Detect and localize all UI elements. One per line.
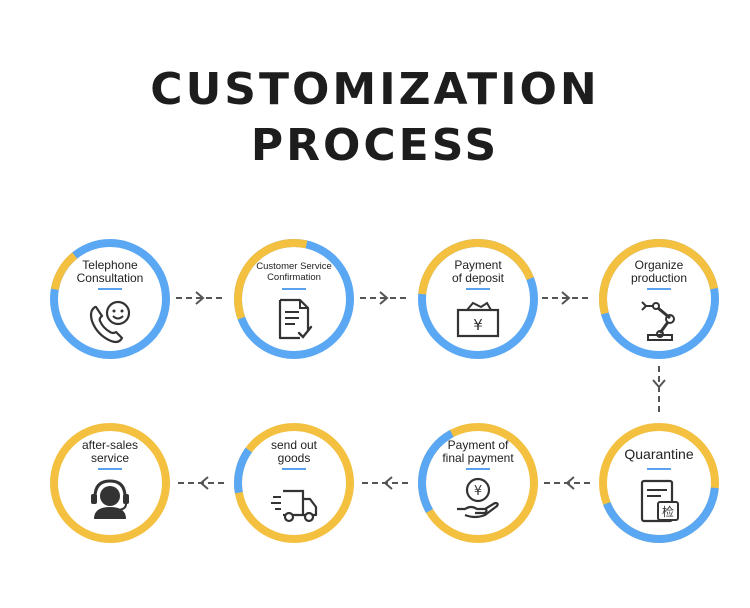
svg-text:检: 检 (662, 504, 674, 519)
page-title-line1: CUSTOMIZATION (150, 64, 600, 115)
document-check-icon (278, 298, 313, 340)
step-label: Quarantine (624, 446, 694, 462)
flow-arrow-right (542, 291, 592, 305)
label-underline (98, 468, 122, 470)
progress-ring (417, 239, 538, 359)
svg-text:¥: ¥ (474, 484, 482, 499)
progress-ring (234, 423, 354, 543)
flow-arrow-left (544, 476, 594, 490)
flow-arrow-down (652, 366, 666, 416)
svg-text:¥: ¥ (473, 316, 483, 334)
label-underline (647, 468, 671, 470)
label-underline (282, 468, 306, 470)
wallet-yen-icon: ¥ (456, 301, 500, 338)
label-underline (647, 288, 671, 290)
flow-arrow-right (176, 291, 226, 305)
flow-arrow-left (178, 476, 228, 490)
label-underline (98, 288, 122, 290)
label-underline (466, 468, 490, 470)
progress-ring (50, 239, 170, 359)
step-quarantine: Quarantine 检 (597, 421, 721, 545)
label-underline (282, 288, 306, 290)
label-underline (466, 288, 490, 290)
progress-ring (417, 423, 538, 543)
headset-agent-icon (91, 479, 129, 519)
progress-ring (234, 239, 354, 359)
hand-coin-yen-icon: ¥ (457, 477, 499, 519)
page-title-line2: PROCESS (250, 120, 500, 171)
delivery-truck-icon (271, 489, 318, 523)
progress-ring (599, 423, 719, 543)
phone-smile-icon (89, 300, 131, 344)
flow-arrow-right (360, 291, 410, 305)
progress-ring (50, 423, 170, 543)
progress-ring (598, 239, 719, 359)
inspection-document-icon: 检 (640, 479, 679, 523)
robot-arm-icon (641, 301, 675, 341)
flow-arrow-left (362, 476, 412, 490)
